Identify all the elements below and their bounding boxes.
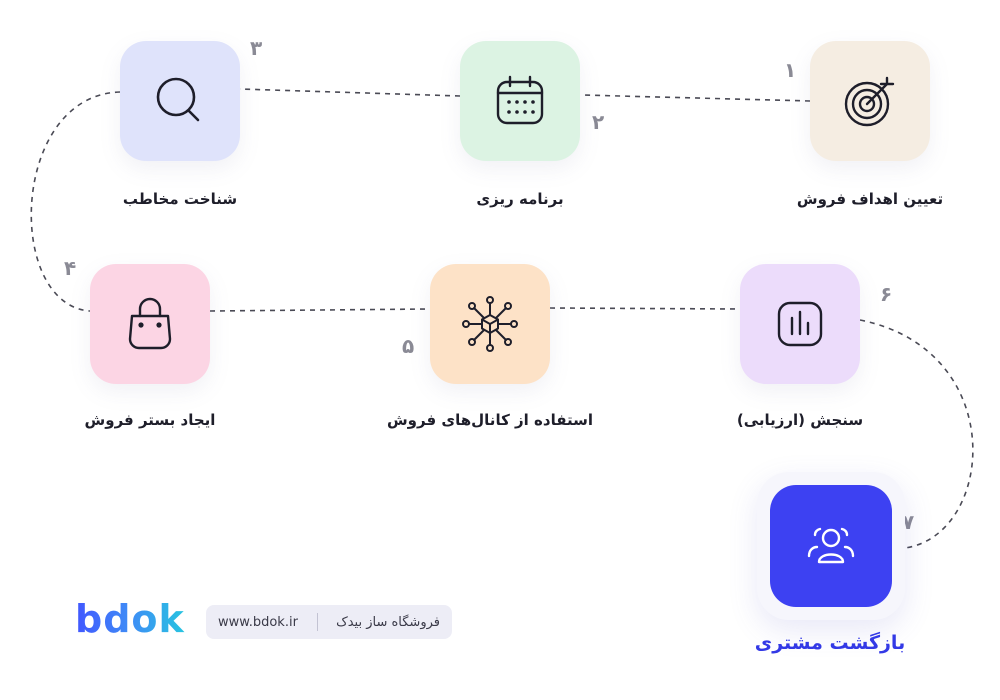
step-tile-5 — [430, 264, 550, 384]
step-label-5: استفاده از کانال‌های فروش — [386, 411, 594, 429]
channels-network-icon — [462, 296, 518, 352]
step-tile-3 — [120, 41, 240, 161]
step-tile-7 — [770, 485, 892, 607]
calendar-icon — [496, 75, 544, 125]
connector-3-4 — [30, 91, 121, 312]
step-label-2: برنامه ریزی — [476, 190, 564, 208]
store-name: فروشگاه ساز بیدک — [336, 614, 440, 630]
connector-6-7 — [859, 319, 974, 549]
step-tile-2 — [460, 41, 580, 161]
step-label-7: بازگشت مشتری — [754, 632, 906, 654]
step-number-1: ۱ — [784, 58, 797, 82]
search-icon — [156, 77, 200, 122]
bdok-logo: bdok — [75, 597, 185, 641]
step-label-1: تعیین اهداف فروش — [796, 190, 944, 208]
step-number-4: ۴ — [64, 256, 77, 280]
step-label-4: ایجاد بستر فروش — [84, 411, 216, 429]
connector-5-6 — [549, 307, 741, 310]
step-tile-1 — [810, 41, 930, 161]
step-number-5: ۵ — [402, 334, 415, 358]
connector-1-2 — [581, 94, 811, 102]
target-icon — [844, 76, 895, 127]
pill-divider — [316, 613, 318, 631]
step-number-7: ۷ — [902, 510, 915, 534]
step-tile-6 — [740, 264, 860, 384]
step-number-2: ۲ — [592, 110, 605, 134]
customers-icon — [807, 527, 855, 564]
connector-4-5 — [209, 308, 431, 312]
step-tile-4 — [90, 264, 210, 384]
step-label-6: سنجش (ارزیابی) — [736, 411, 864, 429]
website-url[interactable]: www.bdok.ir — [218, 614, 298, 630]
step-label-3: شناخت مخاطب — [122, 190, 238, 208]
shopping-bag-icon — [128, 297, 172, 350]
bar-chart-icon — [777, 301, 823, 347]
connector-2-3 — [239, 88, 461, 97]
step-number-6: ۶ — [880, 282, 893, 306]
site-info-pill: www.bdok.ir فروشگاه ساز بیدک — [206, 605, 452, 639]
step-number-3: ۳ — [250, 36, 263, 60]
